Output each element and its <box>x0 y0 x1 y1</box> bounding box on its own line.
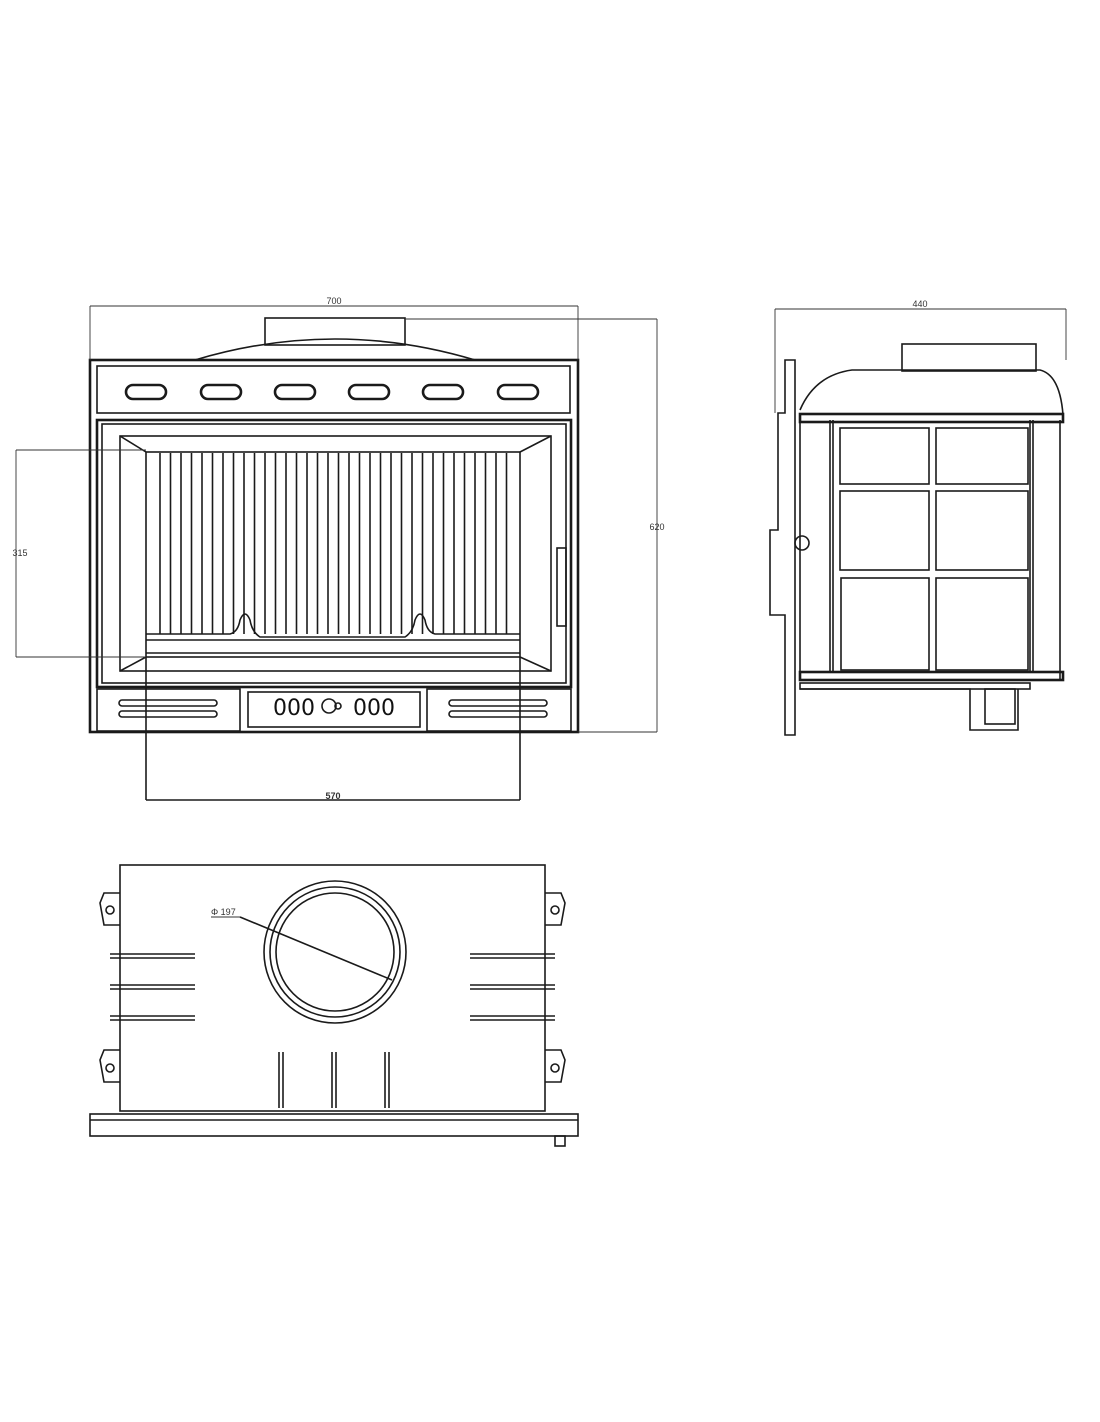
dim-height-label: 620 <box>649 522 664 532</box>
side-front-frame <box>769 359 796 736</box>
top-body <box>119 864 546 1112</box>
dim-glass-width-label: 570 <box>325 791 340 801</box>
bottom-left-panel <box>96 688 241 732</box>
side-view: 440 <box>769 299 1067 736</box>
door-handle <box>556 547 567 627</box>
air-vent <box>496 383 540 401</box>
top-dome <box>194 338 476 361</box>
top-panel <box>96 365 571 414</box>
flue-collar <box>264 317 406 346</box>
air-vents <box>124 383 540 401</box>
log-grate <box>146 613 520 638</box>
top-base-plate <box>89 1113 579 1137</box>
door-frame <box>95 418 573 689</box>
nameplate <box>247 691 421 728</box>
air-vent <box>347 383 391 401</box>
dim-glass-height-label: 315 <box>12 548 27 558</box>
bottom-slots <box>118 699 548 718</box>
dim-width-label: 700 <box>326 296 341 306</box>
bottom-right-panel <box>426 688 572 732</box>
top-view: Φ 197 <box>89 864 579 1147</box>
dim-depth-label: 440 <box>912 299 927 309</box>
front-view: 000 000 700 620 315 570 <box>12 296 664 801</box>
air-vent <box>273 383 317 401</box>
mounting-brackets <box>99 892 566 1083</box>
side-top-rail <box>798 412 1065 424</box>
door-glass <box>145 451 521 658</box>
side-flue-collar <box>901 343 1037 372</box>
flue-outlet-inner <box>275 892 395 1012</box>
flue-outlet-outer <box>263 880 407 1024</box>
side-hinge <box>794 535 810 551</box>
nameplate-logo-icon <box>321 698 337 714</box>
side-bottom-rail <box>798 670 1065 682</box>
nameplate-right-text: 000 <box>353 696 395 721</box>
front-outer-frame <box>88 358 580 734</box>
air-vent <box>199 383 243 401</box>
top-ribs <box>110 953 555 1108</box>
side-dome <box>799 369 1064 416</box>
door-bevel <box>119 435 552 672</box>
firebox-back-ribs <box>159 453 508 634</box>
air-vent <box>421 383 465 401</box>
nameplate-left-text: 000 <box>273 696 315 721</box>
dim-flue-diameter-label: Φ 197 <box>211 907 236 917</box>
side-firebrick-panels <box>839 427 1029 671</box>
air-vent <box>124 383 168 401</box>
